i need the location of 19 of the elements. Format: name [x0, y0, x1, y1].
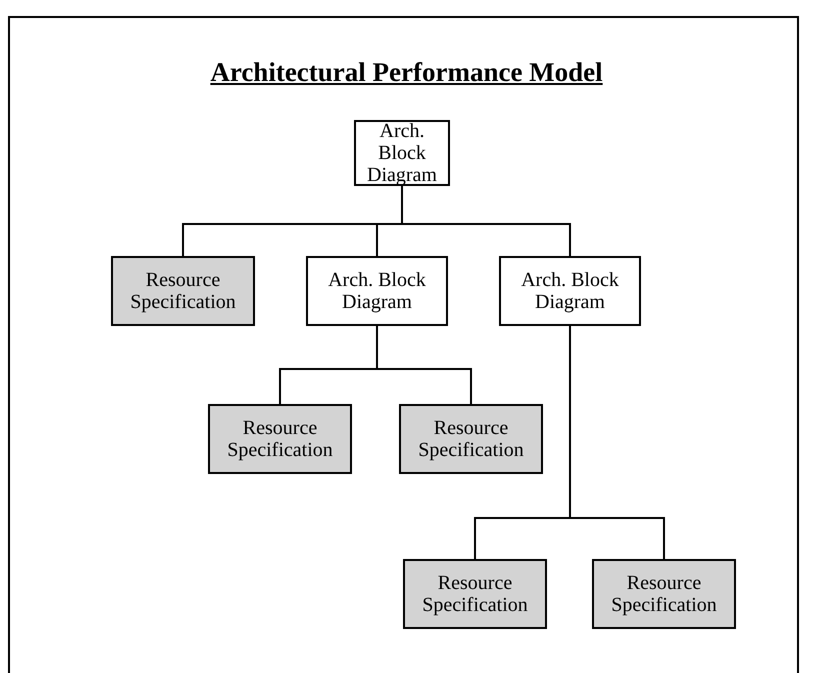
resource-box	[208, 404, 352, 474]
node-label: Resource Specification	[421, 572, 529, 616]
resource-box	[399, 404, 543, 474]
diagram-title: Architectural Performance Model	[209, 57, 604, 88]
node-label: Arch. Block Diagram	[520, 269, 620, 313]
connector-line	[401, 186, 571, 256]
node-label: Arch. Block Diagram	[327, 269, 427, 313]
block-box	[306, 256, 448, 326]
block-box	[354, 120, 450, 186]
node-label: Resource Specification	[129, 269, 237, 313]
resource-box	[403, 559, 547, 629]
block-box	[499, 256, 641, 326]
connector-line	[569, 326, 665, 559]
node-label: Resource Specification	[226, 417, 334, 461]
node-label: Arch. Block Diagram	[366, 120, 438, 186]
node-label: Resource Specification	[610, 572, 718, 616]
node-label: Resource Specification	[417, 417, 525, 461]
resource-box	[111, 256, 255, 326]
resource-box	[592, 559, 736, 629]
